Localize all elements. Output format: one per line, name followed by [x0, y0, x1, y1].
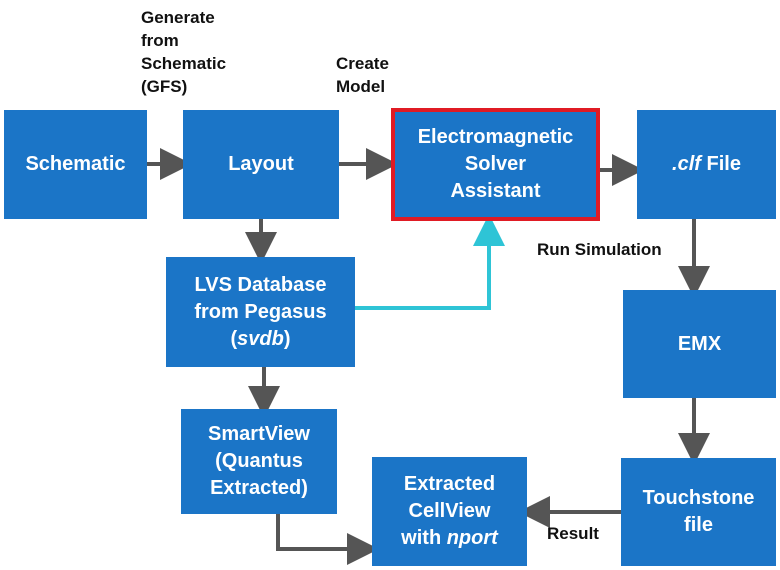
- node-layout: Layout: [183, 110, 339, 219]
- label-generate-from-schematic: Generate from Schematic (GFS): [141, 6, 226, 98]
- node-smartview-line3: Extracted): [210, 477, 308, 499]
- label-gfs-line3: Schematic: [141, 54, 227, 73]
- node-extracted-cellview: Extracted CellView with nport: [372, 457, 527, 566]
- label-create-model-line1: Create: [336, 54, 389, 73]
- node-schematic: Schematic: [4, 110, 147, 219]
- label-result: Result: [547, 522, 599, 545]
- label-run-simulation: Run Simulation: [537, 238, 662, 261]
- node-clf-ext: .clf: [672, 153, 701, 175]
- node-touchstone-file: Touchstone file: [621, 458, 776, 566]
- node-extracted-line1: Extracted: [403, 473, 496, 495]
- node-emx: EMX: [623, 290, 776, 398]
- node-lvs-line2: from Pegasus: [194, 300, 327, 323]
- node-lvs-line3: (svdb): [230, 326, 290, 353]
- label-gfs-line4: (GFS): [141, 77, 188, 96]
- node-lvs-line1: LVS Database: [194, 273, 327, 296]
- node-smartview-line2: (Quantus: [215, 450, 303, 472]
- node-lvs-paren-close: ): [283, 327, 291, 350]
- node-smartview-line1: SmartView: [208, 423, 310, 445]
- node-lvs-database: LVS Database from Pegasus (svdb): [166, 257, 355, 367]
- node-clf-rest: File: [700, 153, 741, 175]
- node-electromagnetic-solver-assistant: Electromagnetic Solver Assistant: [391, 108, 600, 221]
- node-clf-label: .clf File: [672, 151, 741, 178]
- node-extracted-line2: CellView: [408, 500, 491, 522]
- node-extracted-nport: nport: [446, 527, 498, 549]
- node-clf-file: .clf File: [637, 110, 776, 219]
- node-schematic-label: Schematic: [25, 153, 126, 175]
- arrow-lvs-to-emsa: [355, 214, 505, 310]
- node-touchstone-line2: file: [684, 514, 713, 536]
- node-emsa-line2: Solver: [464, 153, 527, 175]
- label-create-model-line2: Model: [336, 77, 386, 96]
- node-lvs-svdb: svdb: [237, 327, 284, 350]
- label-result-text: Result: [547, 524, 599, 543]
- node-smartview: SmartView (Quantus Extracted): [181, 409, 337, 514]
- node-extracted-with: with: [401, 527, 447, 549]
- node-emsa-line3: Assistant: [450, 180, 541, 202]
- node-layout-label: Layout: [228, 153, 294, 175]
- node-extracted-line3: with nport: [401, 525, 498, 552]
- label-gfs-line1: Generate: [141, 8, 215, 27]
- node-emsa-line1: Electromagnetic: [417, 126, 574, 148]
- label-run-simulation-text: Run Simulation: [537, 240, 662, 259]
- label-gfs-line2: from: [141, 31, 179, 50]
- node-emx-label: EMX: [677, 332, 722, 355]
- node-touchstone-line1: Touchstone: [642, 487, 755, 509]
- arrow-smartview-to-extracted: [276, 514, 379, 565]
- node-lvs-paren-open: (: [230, 327, 238, 350]
- label-create-model: Create Model: [336, 52, 389, 98]
